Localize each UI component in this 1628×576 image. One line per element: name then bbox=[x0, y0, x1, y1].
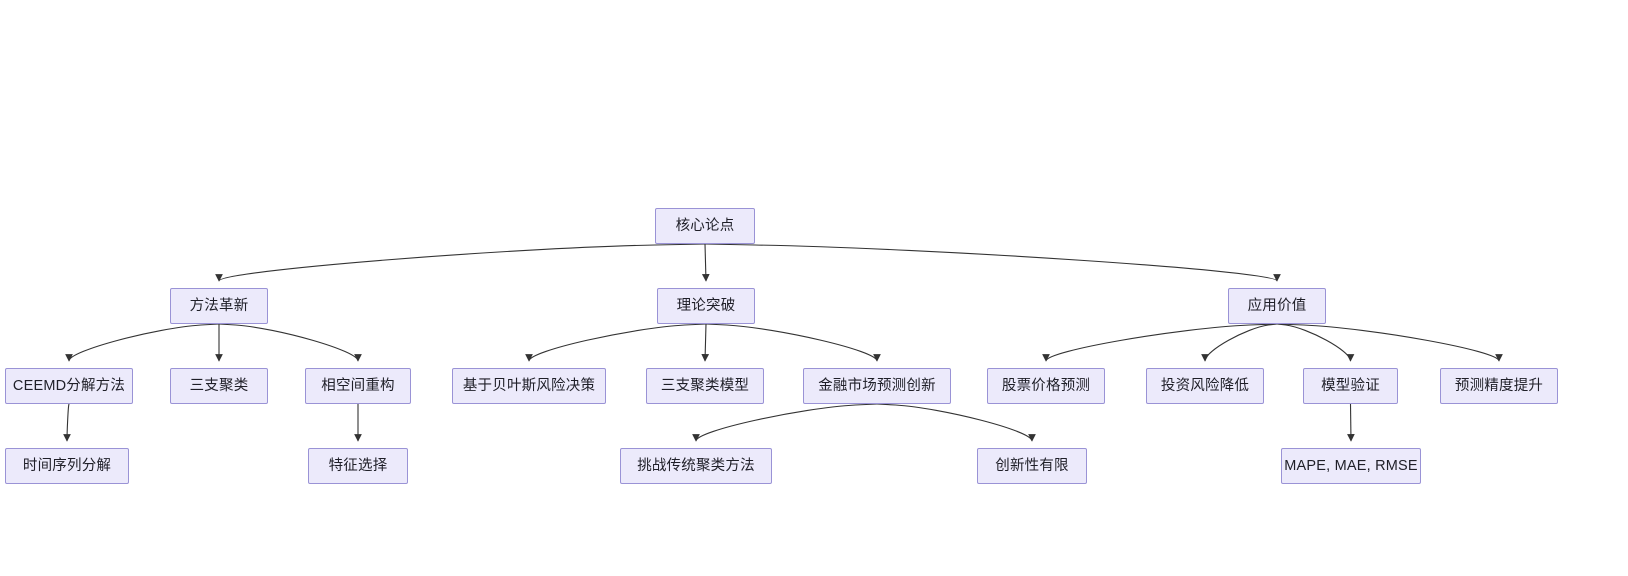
edge-root-to-l1b bbox=[701, 243, 710, 282]
node-label: 理论突破 bbox=[676, 297, 736, 314]
node-l2j[interactable]: 预测精度提升 bbox=[1440, 368, 1558, 404]
node-l2d[interactable]: 基于贝叶斯风险决策 bbox=[452, 368, 606, 404]
edge-l1b-to-l2d bbox=[525, 323, 707, 362]
node-label: 相空间重构 bbox=[321, 377, 395, 394]
edge-root-to-l1a bbox=[215, 243, 706, 282]
node-label: 预测精度提升 bbox=[1454, 377, 1544, 394]
edge-l1c-to-l2h bbox=[1201, 323, 1278, 362]
node-label: 基于贝叶斯风险决策 bbox=[462, 377, 596, 394]
edge-l2i-to-l3e bbox=[1347, 403, 1355, 442]
node-l2f[interactable]: 金融市场预测创新 bbox=[803, 368, 951, 404]
node-root[interactable]: 核心论点 bbox=[655, 208, 755, 244]
node-l3b[interactable]: 特征选择 bbox=[308, 448, 408, 484]
edge-root-to-l1c bbox=[704, 243, 1281, 282]
node-label: 方法革新 bbox=[189, 297, 249, 314]
node-label: 创新性有限 bbox=[995, 457, 1069, 474]
edge-l1a-to-l2a bbox=[65, 323, 220, 362]
node-l2c[interactable]: 相空间重构 bbox=[305, 368, 411, 404]
node-l3c[interactable]: 挑战传统聚类方法 bbox=[620, 448, 772, 484]
node-l2b[interactable]: 三支聚类 bbox=[170, 368, 268, 404]
edge-l1c-to-l2j bbox=[1276, 323, 1503, 362]
node-label: 应用价值 bbox=[1247, 297, 1307, 314]
edge-l1b-to-l2e bbox=[701, 323, 710, 362]
edge-l1c-to-l2g bbox=[1042, 323, 1278, 362]
node-l2g[interactable]: 股票价格预测 bbox=[987, 368, 1105, 404]
node-label: CEEMD分解方法 bbox=[12, 377, 126, 394]
edge-l1a-to-l2c bbox=[218, 323, 362, 362]
edge-l2f-to-l3d bbox=[876, 403, 1036, 442]
edge-l1c-to-l2i bbox=[1276, 323, 1355, 362]
node-l3e[interactable]: MAPE, MAE, RMSE bbox=[1281, 448, 1421, 484]
node-l2e[interactable]: 三支聚类模型 bbox=[646, 368, 764, 404]
node-label: 模型验证 bbox=[1321, 377, 1380, 394]
node-l3a[interactable]: 时间序列分解 bbox=[5, 448, 129, 484]
node-l2h[interactable]: 投资风险降低 bbox=[1146, 368, 1264, 404]
node-l3d[interactable]: 创新性有限 bbox=[977, 448, 1087, 484]
node-label: 特征选择 bbox=[328, 457, 388, 474]
node-label: 三支聚类模型 bbox=[660, 377, 750, 394]
node-l1a[interactable]: 方法革新 bbox=[170, 288, 268, 324]
node-label: 三支聚类 bbox=[189, 377, 249, 394]
node-l1c[interactable]: 应用价值 bbox=[1228, 288, 1326, 324]
node-label: 挑战传统聚类方法 bbox=[637, 457, 755, 474]
node-label: 股票价格预测 bbox=[1001, 377, 1091, 394]
node-label: MAPE, MAE, RMSE bbox=[1284, 457, 1418, 474]
node-l1b[interactable]: 理论突破 bbox=[657, 288, 755, 324]
node-l2a[interactable]: CEEMD分解方法 bbox=[5, 368, 133, 404]
edge-l2a-to-l3a bbox=[63, 403, 71, 442]
node-label: 投资风险降低 bbox=[1160, 377, 1250, 394]
edge-l1b-to-l2f bbox=[705, 323, 881, 362]
node-label: 核心论点 bbox=[675, 217, 735, 234]
node-label: 时间序列分解 bbox=[22, 457, 112, 474]
node-label: 金融市场预测创新 bbox=[818, 377, 936, 394]
node-l2i[interactable]: 模型验证 bbox=[1303, 368, 1398, 404]
edge-l2f-to-l3c bbox=[692, 403, 878, 442]
